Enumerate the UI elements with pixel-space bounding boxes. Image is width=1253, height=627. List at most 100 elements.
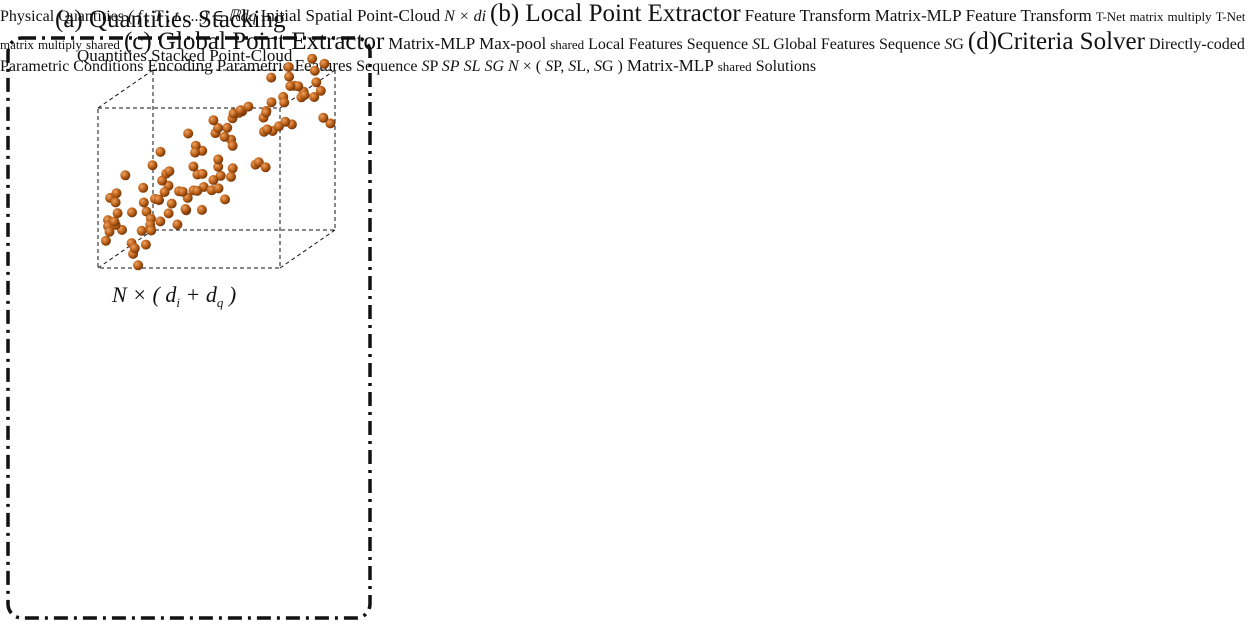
feature-transform-1-label: Feature Transform — [744, 6, 871, 25]
cloud-point — [315, 85, 326, 96]
panel-b-frame: Feature Transform Matrix-MLP Feature Tra… — [0, 6, 1245, 75]
cloud-point — [227, 163, 238, 174]
cloud-point — [243, 101, 254, 112]
cloud-point — [163, 208, 174, 219]
cloud-point — [318, 112, 329, 123]
stacked-cloud-title: Quantities Stacked Point-Cloud — [77, 46, 293, 65]
cloud-point — [140, 239, 151, 250]
cloud-point — [177, 186, 188, 197]
sg-label: SG — [484, 58, 505, 75]
cloud-point — [110, 197, 121, 208]
cloud-point — [299, 90, 310, 100]
panel-d-title: (d)Criteria Solver — [967, 28, 1145, 55]
initial-cloud-title: Initial Spatial Point-Cloud — [260, 6, 441, 25]
cloud-point — [153, 194, 164, 205]
cloud-point — [260, 162, 271, 173]
panel-b-title: (b) Local Point Extractor — [490, 0, 741, 27]
stacked-cloud-cube — [97, 69, 336, 269]
cloud-point — [147, 160, 158, 171]
cloud-point — [188, 161, 199, 172]
cloud-point — [213, 161, 224, 172]
local-seq-label: Local Features Sequence SL — [588, 36, 770, 53]
cloud-point — [100, 235, 111, 246]
shared-b-label: shared — [86, 37, 120, 52]
stacked-point-cloud — [100, 53, 336, 271]
cloud-point — [146, 225, 157, 236]
cloud-point — [293, 81, 304, 92]
matrix-mlp-d-label: Matrix-MLP — [626, 56, 714, 75]
cloud-point — [138, 197, 149, 208]
cloud-point — [190, 147, 201, 158]
feature-transform-2-label: Feature Transform — [965, 6, 1092, 25]
sg-block: SP SL SG N × ( SP, SL, SG ) Matrix-MLP s… — [441, 56, 816, 75]
matmul-1-line2: multiply — [1167, 9, 1212, 24]
cloud-point — [172, 219, 183, 230]
cloud-point — [215, 170, 226, 181]
cloud-point — [235, 105, 246, 116]
cloud-point — [266, 97, 277, 108]
cloud-point — [111, 188, 122, 199]
panel-c-title: (c) Global Point Extractor — [123, 28, 385, 55]
global-seq-connector: Global Features Sequence SG (d)Criteria … — [0, 28, 1245, 75]
panel-c-frame: Matrix-MLP Max-pool shared Local Feature… — [0, 28, 1245, 75]
sp-block: SP SL SG N × ( SP, SL, SG ) Matrix-MLP s… — [441, 56, 816, 75]
cloud-point — [155, 146, 166, 157]
cloud-point — [222, 122, 233, 133]
cloud-point — [280, 116, 291, 127]
cloud-point — [213, 123, 224, 133]
cloud-point — [183, 128, 194, 139]
matmul-2-line2: multiply — [37, 37, 82, 52]
panel-a-frame — [6, 36, 372, 620]
colorbar: Solutions const data = JSON.parse(docume… — [756, 58, 816, 75]
cloud-point — [307, 53, 318, 64]
matmul-2-line1: matrix — [0, 37, 34, 52]
initial-dim-label: N × di — [444, 8, 487, 25]
cloud-point — [253, 157, 264, 168]
cloud-point — [127, 207, 137, 218]
cloud-point — [284, 71, 295, 82]
cloud-point — [279, 97, 290, 108]
to-local-arrow: (b) Local Point Extractor Feature Transf… — [0, 0, 1245, 75]
local-feature-box: (c) Global Point Extractor Matrix-MLP Ma… — [0, 28, 1245, 75]
cloud-point — [285, 81, 296, 91]
cloud-point — [138, 182, 149, 193]
cloud-point — [164, 166, 175, 177]
cloud-point — [219, 131, 230, 142]
cloud-point — [262, 124, 273, 135]
cloud-point — [309, 65, 320, 76]
local-seq-connector: Local Features Sequence SL Global Featur… — [0, 28, 1245, 75]
cloud-point — [266, 72, 277, 83]
matrix-mlp-c-label: Matrix-MLP — [388, 34, 476, 53]
cloud-point — [197, 168, 208, 179]
cloud-point — [180, 204, 191, 214]
cloud-point — [325, 118, 336, 129]
cloud-point — [166, 198, 177, 209]
sp-label: SP — [441, 58, 460, 75]
cloud-point — [112, 208, 123, 219]
cloud-point — [319, 58, 330, 69]
sl-block: SP SL SG N × ( SP, SL, SG ) Matrix-MLP s… — [441, 56, 816, 75]
matmul-1: matrix multiply — [1130, 8, 1216, 25]
direct-conditions-line2: Parametric Conditions — [0, 58, 144, 75]
cloud-point — [136, 225, 147, 236]
maxpool-label: Max-pool — [479, 34, 547, 53]
panel-d-frame: Directly-coded Parametric Conditions Enc… — [0, 36, 1245, 75]
cloud-point — [109, 216, 120, 227]
direct-conditions-box: Directly-coded Parametric Conditions — [0, 36, 1245, 75]
matmul-1-line1: matrix — [1129, 9, 1164, 24]
cloud-point — [261, 107, 272, 118]
cloud-point — [309, 92, 320, 102]
cloud-point — [120, 170, 131, 181]
cloud-point — [159, 187, 170, 197]
cloud-point — [226, 171, 236, 182]
matmul-2: matrix multiply — [0, 36, 86, 53]
global-seq-label: Global Features Sequence SG — [773, 36, 964, 53]
stack-arrow: (b) Local Point Extractor Feature Transf… — [0, 0, 1245, 75]
sl-label: SL — [463, 58, 481, 75]
cloud-point — [220, 194, 230, 205]
cloud-point — [155, 216, 166, 227]
cloud-point — [227, 140, 238, 151]
solutions-label: Solutions — [755, 58, 817, 75]
cloud-point — [208, 175, 219, 185]
